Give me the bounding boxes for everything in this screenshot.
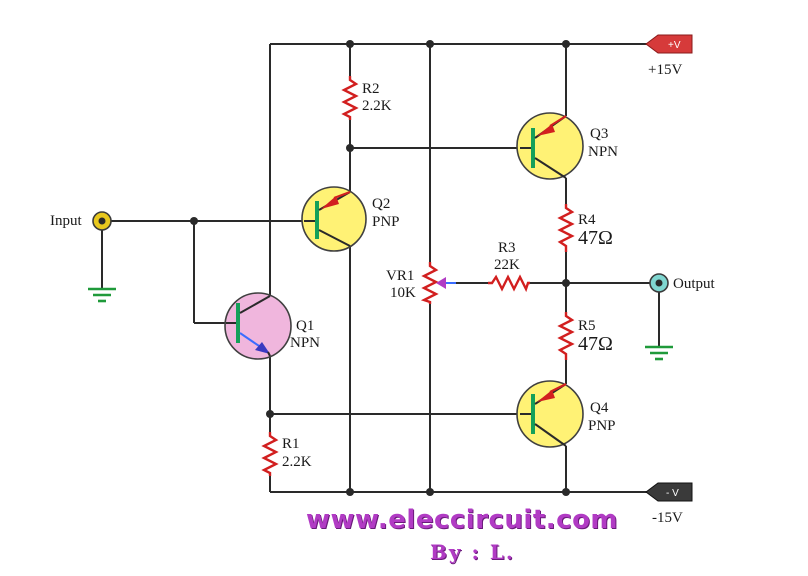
resistor-r3: R3 22K [488,240,530,293]
q4-type: PNP [588,418,616,434]
minus-rail-tag-text: - V [666,488,679,499]
q4-emitter-arrow-icon [537,390,555,402]
transistor-q2: Q2 PNP [301,186,400,252]
plus-rail-value: +15V [648,62,682,78]
q2-type: PNP [372,214,400,230]
wires [101,43,660,493]
potentiometer-vr1: VR1 10K [386,262,456,304]
resistor-r5: R5 47Ω [557,312,613,360]
input-ground-icon [88,287,116,303]
plus-rail-tag: +V +15V [645,34,693,78]
q1-name: Q1 [296,318,314,334]
resistor-r1: R1 2.2K [261,432,312,476]
minus-rail-tag: - V -15V [645,482,693,526]
q2-emitter-arrow-icon [321,196,339,209]
r3-value: 22K [494,257,520,273]
resistor-r4: R4 47Ω [557,204,613,252]
r3-name: R3 [498,240,516,256]
r1-name: R1 [282,436,300,452]
plus-rail-tag-text: +V [668,40,681,51]
transistor-q4: Q4 PNP [516,380,616,448]
junction-dots [190,40,570,496]
input-label: Input [50,213,82,229]
q1-emitter-arrow-icon [255,342,270,354]
wiper-arrow-icon [436,277,446,289]
r5-name: R5 [578,318,596,334]
r1-value: 2.2K [282,454,312,470]
q3-name: Q3 [590,126,608,142]
r4-value: 47Ω [578,227,613,249]
q3-type: NPN [588,144,618,160]
r2-value: 2.2K [362,98,392,114]
output-label: Output [673,276,716,292]
site-watermark: www.eleccircuit.com [306,505,619,535]
minus-rail-value: -15V [652,510,683,526]
output-ground-icon [645,345,673,361]
q2-name: Q2 [372,196,390,212]
transistor-q1: Q1 NPN [224,292,320,360]
author-credit: By : L. [430,540,515,564]
transistor-q3: Q3 NPN [516,112,618,180]
vr1-value: 10K [390,285,416,301]
resistor-r2: R2 2.2K [341,76,392,120]
r4-name: R4 [578,212,596,228]
q3-emitter-arrow-icon [537,124,555,136]
q1-type: NPN [290,335,320,351]
vr1-name: VR1 [386,268,414,284]
output-terminal: Output [649,273,716,293]
q4-name: Q4 [590,400,609,416]
r2-name: R2 [362,81,380,97]
r5-value: 47Ω [578,333,613,355]
input-terminal: Input [50,211,112,231]
